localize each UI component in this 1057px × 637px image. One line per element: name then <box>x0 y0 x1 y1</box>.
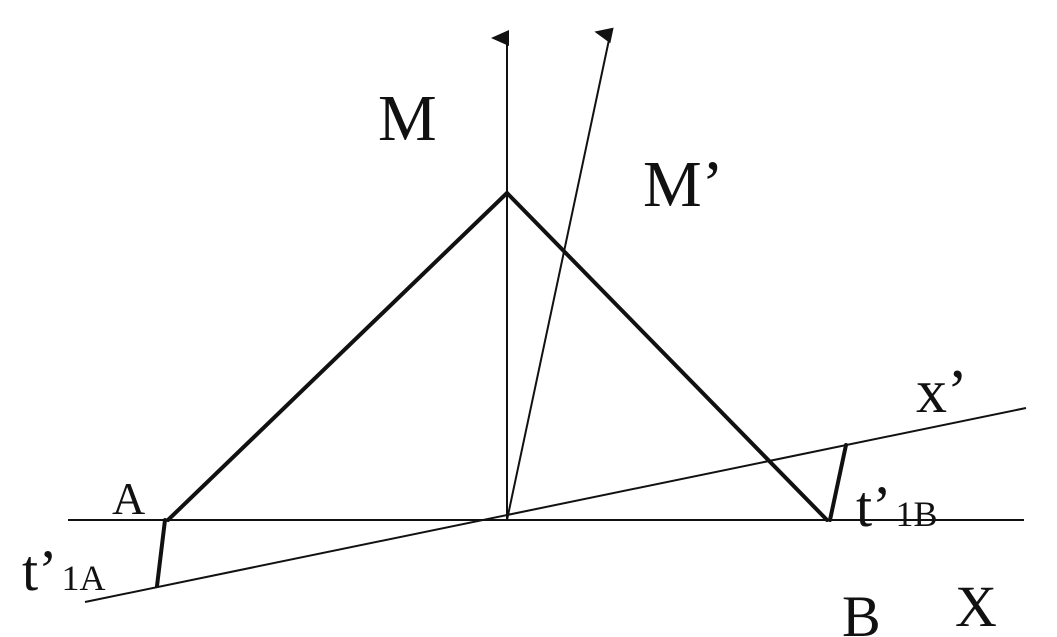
light-ray-left <box>166 191 509 522</box>
x-prime-axis <box>84 407 1027 603</box>
t-prime-1a-label: t’1A <box>22 538 105 603</box>
m-prime-label: M’ <box>643 148 724 221</box>
x-label: X <box>955 574 997 637</box>
t-prime-1a-sub: 1A <box>61 558 105 598</box>
t-prime-1a-line <box>155 518 167 588</box>
t-prime-1b-line <box>828 443 848 522</box>
a-label: A <box>112 473 145 524</box>
t-prime-1b-sub: 1B <box>895 494 937 534</box>
t-prime-1a-main: t’ <box>22 538 57 603</box>
b-label: B <box>842 584 881 637</box>
x-prime-label: x’ <box>916 358 968 426</box>
m-label: M <box>378 82 437 155</box>
light-ray-right <box>505 191 829 522</box>
t-prime-1b-main: t’ <box>856 474 891 539</box>
m-prime-axis-arrow <box>506 27 614 521</box>
t-prime-1b-label: t’1B <box>856 474 937 539</box>
